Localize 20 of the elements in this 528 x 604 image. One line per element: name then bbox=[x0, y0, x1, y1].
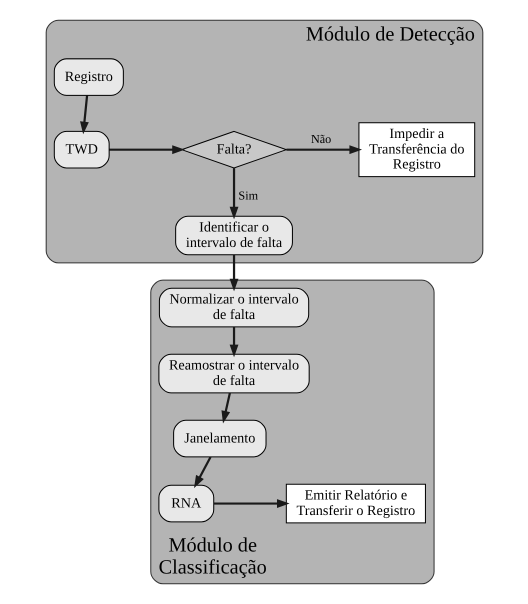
arrow bbox=[229, 327, 238, 358]
node-box: Normalizar o intervalo de falta bbox=[158, 288, 309, 328]
arrow bbox=[220, 392, 230, 424]
node-box: Registro bbox=[53, 58, 124, 96]
node-box: Reamostrar o intervalo de falta bbox=[158, 354, 310, 394]
node-box: Identificar o intervalo de falta bbox=[174, 216, 292, 256]
arrow bbox=[229, 168, 238, 220]
arrow bbox=[213, 499, 290, 508]
node-box: Impedir a Transferência do Registro bbox=[358, 122, 475, 178]
arrow bbox=[286, 145, 362, 154]
edge-label: Sim bbox=[238, 188, 258, 203]
edge-label: Não bbox=[310, 132, 331, 146]
node-box: Janelamento bbox=[172, 420, 266, 458]
node-box: TWD bbox=[53, 130, 110, 168]
arrow bbox=[229, 254, 238, 292]
node-box: RNA bbox=[158, 484, 214, 522]
arrow bbox=[80, 95, 88, 134]
node-box: Emitir Relatório e Transferir o Registro bbox=[285, 484, 426, 524]
arrow bbox=[108, 145, 184, 154]
arrow bbox=[194, 456, 211, 488]
